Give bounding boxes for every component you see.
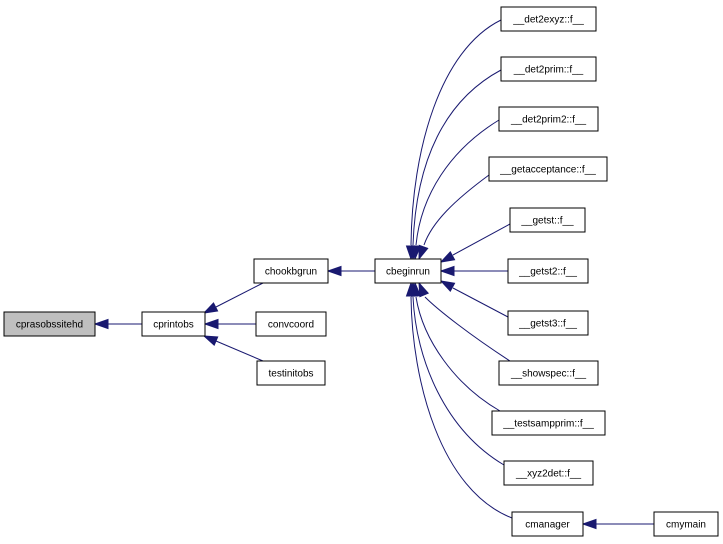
node-cbeginrun[interactable]: cbeginrun: [374, 258, 442, 284]
node-getacceptance[interactable]: __getacceptance::f__: [488, 156, 608, 182]
edge-cmanager-to-cbeginrun: [410, 296, 513, 519]
edge-cmymain-to-cmanager-arrowhead: [581, 518, 597, 530]
node-showspec[interactable]: __showspec::f__: [498, 360, 599, 386]
edge-convcoord-to-cprintobs-arrowhead: [203, 318, 219, 330]
node-getst3-label: __getst3::f__: [518, 319, 577, 330]
node-cbeginrun-box: [374, 258, 442, 284]
node-cmanager[interactable]: cmanager: [511, 511, 584, 537]
node-chookbgrun-box: [253, 258, 329, 284]
node-chookbgrun-label: chookbgrun: [265, 267, 317, 278]
node-cbeginrun-label: cbeginrun: [386, 267, 430, 278]
edge-getst2-to-cbeginrun-arrowhead: [439, 265, 455, 277]
edge-cprintobs-to-cprasobssitehd-arrowhead: [93, 318, 109, 330]
node-testsampprim-box: [491, 410, 606, 436]
edge-getst3-to-cbeginrun: [452, 287, 509, 318]
node-cmanager-box: [511, 511, 584, 537]
node-det2prim2-box: [498, 106, 599, 132]
node-testinitobs-label: testinitobs: [268, 369, 313, 380]
edge-det2prim2-to-cbeginrun: [415, 119, 500, 246]
node-cmymain-label: cmymain: [666, 520, 706, 531]
edge-cmanager-to-cbeginrun-arrowhead: [405, 281, 417, 297]
node-xyz2det-label: __xyz2det::f__: [515, 469, 581, 480]
node-testinitobs[interactable]: testinitobs: [256, 360, 326, 386]
node-cprasobssitehd-box: [3, 311, 96, 337]
edge-det2prim-to-cbeginrun: [412, 69, 502, 246]
node-cprintobs-box: [141, 311, 206, 337]
edge-getacceptance-to-cbeginrun-arrowhead: [418, 244, 429, 261]
node-getst2-label: __getst2::f__: [518, 267, 577, 278]
node-testsampprim-label: __testsampprim::f__: [502, 419, 594, 430]
node-testsampprim[interactable]: __testsampprim::f__: [491, 410, 606, 436]
node-getst[interactable]: __getst::f__: [509, 207, 586, 233]
node-xyz2det[interactable]: __xyz2det::f__: [503, 460, 594, 486]
edge-xyz2det-to-cbeginrun: [412, 296, 505, 466]
edge-testinitobs-to-cprintobs-arrowhead: [202, 335, 219, 347]
edge-showspec-to-cbeginrun: [424, 296, 511, 362]
node-chookbgrun[interactable]: chookbgrun: [253, 258, 329, 284]
edge-chookbgrun-to-cprintobs-arrowhead: [202, 302, 219, 314]
edge-showspec-to-cbeginrun-arrowhead: [418, 281, 430, 298]
node-convcoord-label: convcoord: [268, 320, 314, 331]
edge-getst3-to-cbeginrun-arrowhead: [439, 280, 456, 292]
node-det2prim-label: __det2prim::f__: [513, 65, 584, 76]
edge-det2prim2-to-cbeginrun-arrowhead: [410, 245, 422, 261]
edge-cbeginrun-to-chookbgrun-arrowhead: [326, 265, 342, 277]
graph-edges: [93, 19, 654, 530]
node-cprasobssitehd[interactable]: cprasobssitehd: [3, 311, 96, 337]
node-getst2[interactable]: __getst2::f__: [507, 258, 589, 284]
node-cmanager-label: cmanager: [525, 520, 570, 531]
node-det2exyz-box: [500, 6, 597, 32]
node-getst-box: [509, 207, 586, 233]
node-cprasobssitehd-label: cprasobssitehd: [16, 320, 83, 331]
node-det2exyz[interactable]: __det2exyz::f__: [500, 6, 597, 32]
node-showspec-label: __showspec::f__: [510, 369, 586, 380]
node-getst3-box: [507, 310, 589, 336]
node-xyz2det-box: [503, 460, 594, 486]
node-getacceptance-label: __getacceptance::f__: [499, 165, 596, 176]
node-showspec-box: [498, 360, 599, 386]
node-getst3[interactable]: __getst3::f__: [507, 310, 589, 336]
node-getst2-box: [507, 258, 589, 284]
edge-getst-to-cbeginrun-arrowhead: [439, 250, 456, 263]
node-convcoord[interactable]: convcoord: [255, 311, 327, 337]
edge-chookbgrun-to-cprintobs: [215, 282, 264, 308]
node-det2prim2[interactable]: __det2prim2::f__: [498, 106, 599, 132]
edge-testinitobs-to-cprintobs: [215, 340, 264, 362]
node-cmymain-box: [653, 511, 719, 537]
node-det2prim[interactable]: __det2prim::f__: [500, 56, 597, 82]
graph-nodes: cprasobssitehd cprintobs chookbgrun conv…: [3, 6, 719, 537]
node-testinitobs-box: [256, 360, 326, 386]
edge-getacceptance-to-cbeginrun: [423, 174, 490, 246]
edge-det2exyz-to-cbeginrun: [410, 19, 502, 246]
edge-testsampprim-to-cbeginrun: [415, 296, 501, 412]
node-convcoord-box: [255, 311, 327, 337]
node-cmymain[interactable]: cmymain: [653, 511, 719, 537]
edge-getst-to-cbeginrun: [452, 223, 511, 256]
node-det2prim2-label: __det2prim2::f__: [510, 115, 586, 126]
node-det2prim-box: [500, 56, 597, 82]
node-getacceptance-box: [488, 156, 608, 182]
node-det2exyz-label: __det2exyz::f__: [512, 15, 584, 26]
node-getst-label: __getst::f__: [520, 216, 574, 227]
node-cprintobs-label: cprintobs: [153, 320, 194, 331]
node-cprintobs[interactable]: cprintobs: [141, 311, 206, 337]
